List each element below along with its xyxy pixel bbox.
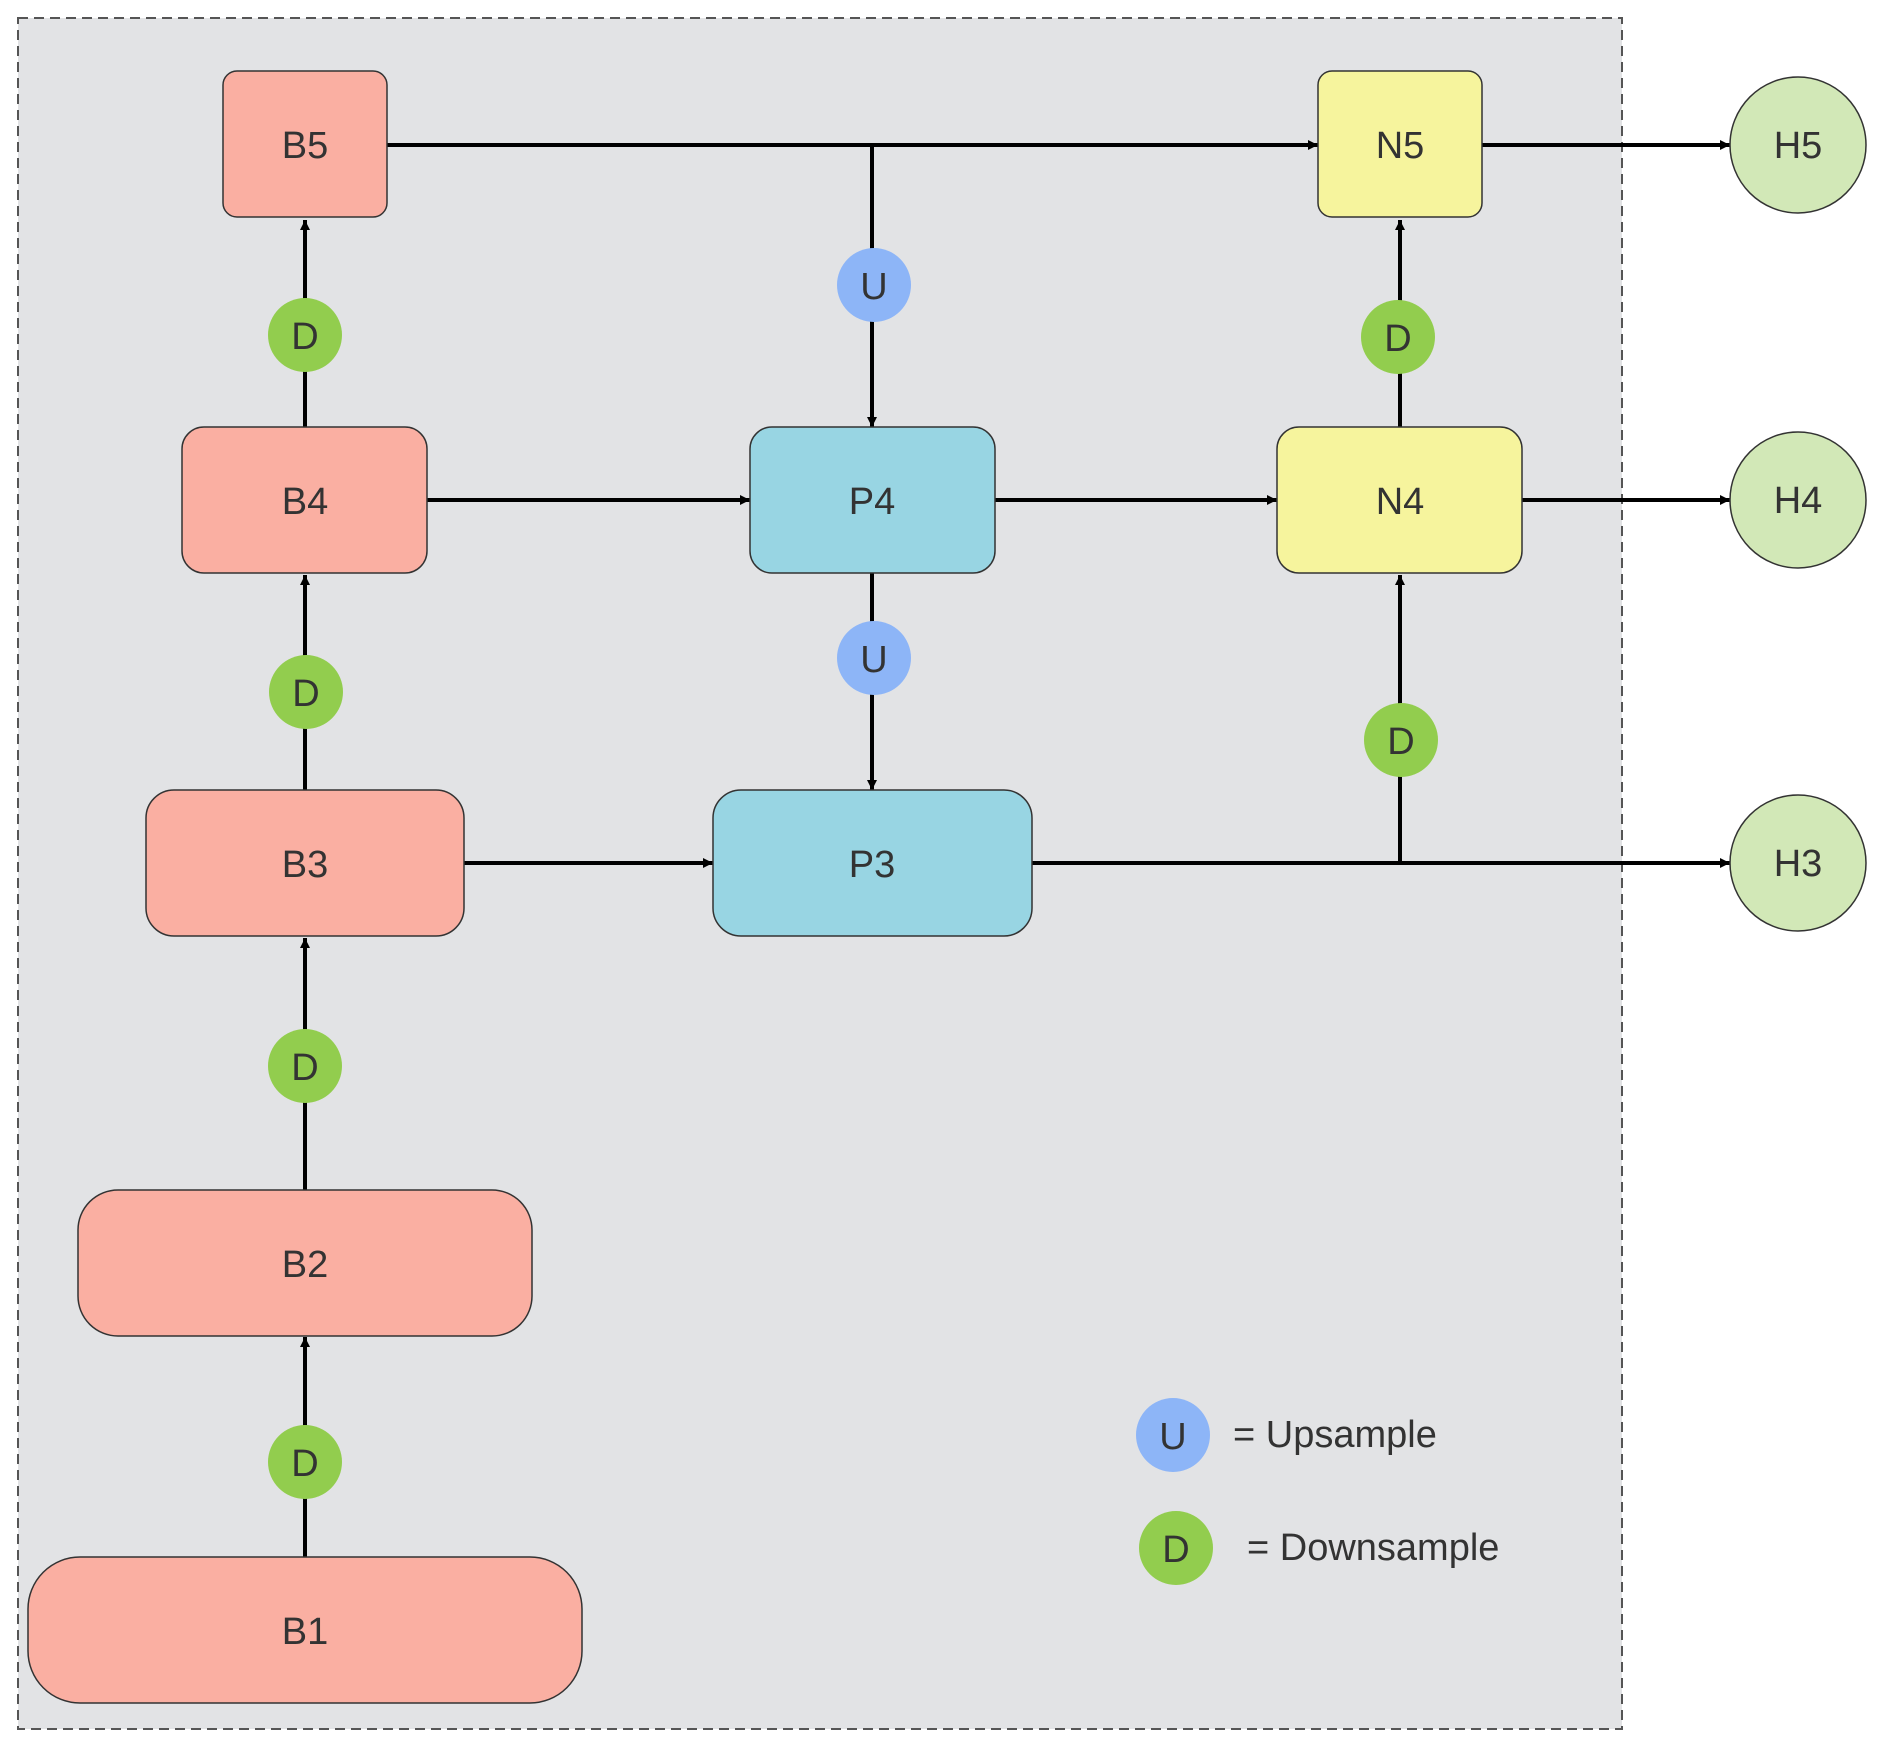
node-n5-label: N5 — [1376, 125, 1425, 167]
downsample-op-b3-b4: D — [269, 655, 343, 729]
node-h3-label: H3 — [1774, 843, 1823, 885]
upsample-op-letter: U — [860, 639, 887, 681]
downsample-op-p3-n4: D — [1364, 703, 1438, 777]
node-b2-label: B2 — [282, 1244, 328, 1286]
node-p4-label: P4 — [849, 481, 895, 523]
node-h4: H4 — [1729, 431, 1867, 569]
node-b1: B1 — [27, 1556, 583, 1704]
upsample-op-b5-p4: U — [837, 248, 911, 322]
upsample-op-letter: U — [860, 266, 887, 308]
legend-upsample-swatch: U — [1136, 1398, 1210, 1472]
node-b2: B2 — [77, 1189, 533, 1337]
node-n4: N4 — [1276, 426, 1523, 574]
node-p4: P4 — [749, 426, 996, 574]
node-n4-label: N4 — [1376, 481, 1425, 523]
legend-downsample-swatch: D — [1139, 1511, 1213, 1585]
downsample-op-letter: D — [291, 1443, 318, 1485]
downsample-op-letter: D — [291, 1047, 318, 1089]
node-b3: B3 — [145, 789, 465, 937]
node-h3: H3 — [1729, 794, 1867, 932]
node-b5: B5 — [222, 70, 388, 218]
legend-upsample-letter: U — [1159, 1416, 1186, 1458]
legend: U = Upsample D = Downsample — [1136, 1398, 1499, 1585]
downsample-op-letter: D — [292, 673, 319, 715]
upsample-op-p4-p3: U — [837, 621, 911, 695]
legend-downsample-label: = Downsample — [1247, 1527, 1499, 1569]
downsample-op-b1-b2: D — [268, 1425, 342, 1499]
downsample-op-letter: D — [1384, 318, 1411, 360]
node-h4-label: H4 — [1774, 480, 1823, 522]
node-n5: N5 — [1317, 70, 1483, 218]
node-b1-label: B1 — [282, 1611, 328, 1653]
node-h5: H5 — [1729, 76, 1867, 214]
downsample-op-letter: D — [291, 316, 318, 358]
legend-upsample-label: = Upsample — [1233, 1414, 1437, 1456]
node-h5-label: H5 — [1774, 125, 1823, 167]
node-b4-label: B4 — [282, 481, 328, 523]
downsample-op-b2-b3: D — [268, 1029, 342, 1103]
downsample-op-n4-n5: D — [1361, 300, 1435, 374]
legend-downsample-letter: D — [1162, 1529, 1189, 1571]
node-b5-label: B5 — [282, 125, 328, 167]
node-b3-label: B3 — [282, 844, 328, 886]
node-b4: B4 — [181, 426, 428, 574]
downsample-op-letter: D — [1387, 721, 1414, 763]
downsample-op-b4-b5: D — [268, 298, 342, 372]
node-p3: P3 — [712, 789, 1033, 937]
node-p3-label: P3 — [849, 844, 895, 886]
